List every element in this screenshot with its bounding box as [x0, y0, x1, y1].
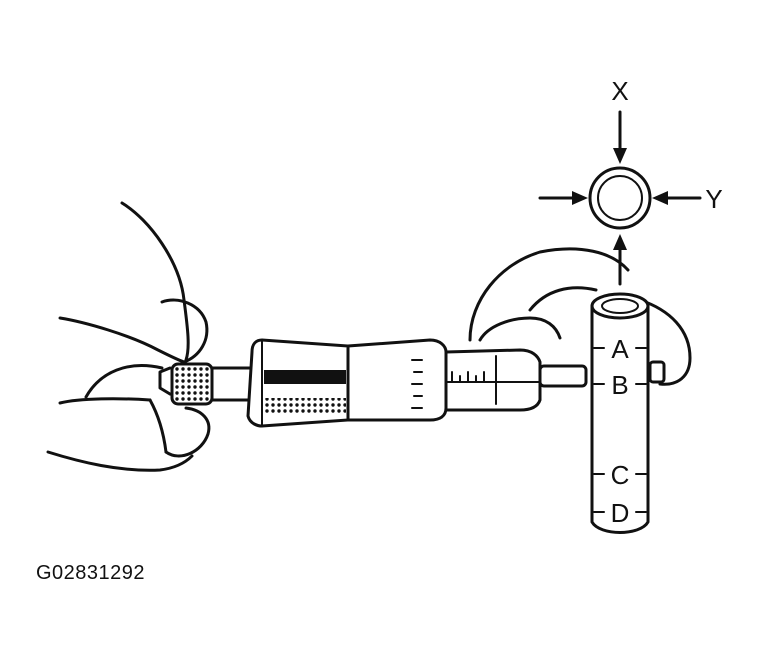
measured-pin: A B C D [590, 292, 650, 534]
hand-illustration [46, 201, 211, 472]
x-arrow-up-icon [613, 234, 627, 250]
position-label-d: D [611, 498, 630, 528]
position-label-c: C [611, 460, 630, 490]
figure-code: G02831292 [36, 562, 146, 584]
x-arrow-down-icon [613, 148, 627, 164]
position-ticks [593, 347, 647, 513]
position-label-a: A [611, 334, 629, 364]
section-inner-circle [597, 175, 643, 221]
y-arrow-right-icon [572, 191, 588, 205]
ratchet-knob [170, 362, 214, 406]
thimble-scale [411, 359, 423, 409]
direction-label-x: X [611, 76, 628, 106]
micrometer [158, 247, 692, 428]
position-label-b: B [611, 370, 628, 400]
cross-section-detail: X Y [538, 76, 723, 286]
direction-label-y: Y [705, 184, 722, 214]
y-arrow-left-icon [652, 191, 668, 205]
